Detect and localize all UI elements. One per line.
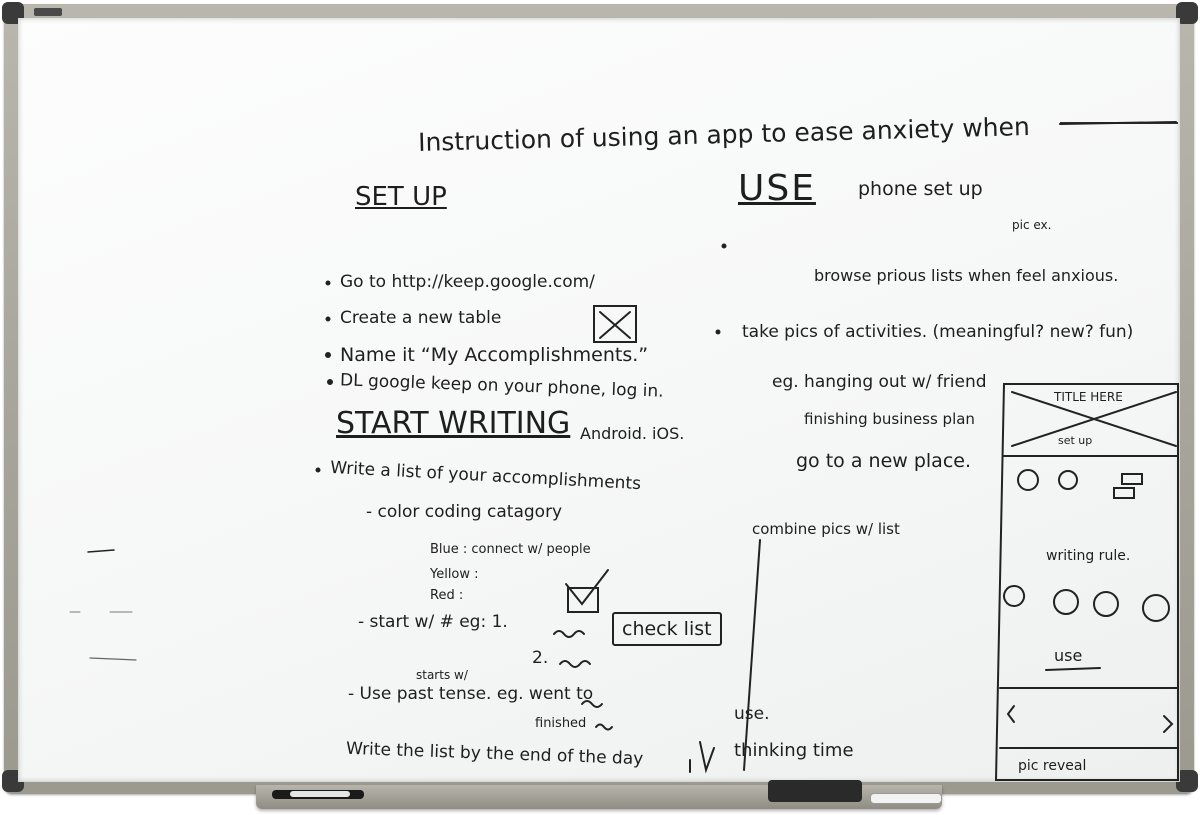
use-item-5: go to a new place. xyxy=(796,450,971,472)
thinking-time-note: thinking time xyxy=(734,740,854,761)
use-item-4: finishing business plan xyxy=(804,410,975,428)
use-note: use. xyxy=(734,704,770,724)
board-eraser[interactable] xyxy=(768,780,862,802)
frame-corner xyxy=(1176,770,1198,792)
setup-item-3: Name it “My Accomplishments.” xyxy=(340,344,649,366)
start-item-7: 2. xyxy=(532,648,549,668)
use-item-2: take pics of activities. (meaningful? ne… xyxy=(742,322,1134,342)
platforms-note: Android. iOS. xyxy=(580,424,685,443)
start-item-9: - Use past tense. eg. went to xyxy=(348,684,594,704)
start-heading: START WRITING xyxy=(336,406,571,441)
marker-label xyxy=(290,791,350,797)
setup-heading: SET UP xyxy=(355,182,447,212)
sketch-sub-label: set up xyxy=(1058,434,1093,447)
use-subtitle: phone set up xyxy=(858,178,983,200)
use-item-1: browse prious lists when feel anxious. xyxy=(814,266,1119,285)
setup-item-1: Go to http://keep.google.com/ xyxy=(340,272,595,292)
sketch-middle-label: writing rule. xyxy=(1046,548,1131,564)
sketch-use-label: use xyxy=(1054,646,1083,665)
start-item-5: Red : xyxy=(430,588,464,603)
start-item-10: finished xyxy=(535,716,587,731)
start-item-6: - start w/ # eg: 1. xyxy=(358,612,508,632)
marker-white[interactable] xyxy=(870,793,942,804)
pic-example-note: pic ex. xyxy=(1012,218,1052,232)
setup-item-2: Create a new table xyxy=(340,308,502,328)
start-item-2: - color coding catagory xyxy=(366,502,563,522)
start-item-8: starts w/ xyxy=(416,668,468,682)
checklist-box: check list xyxy=(612,612,722,646)
sketch-bottom-label: pic reveal xyxy=(1018,758,1087,774)
start-item-3: Blue : connect w/ people xyxy=(430,542,591,557)
brand-logo xyxy=(34,8,62,16)
use-heading: USE xyxy=(738,168,816,209)
whiteboard-surface xyxy=(18,18,1180,782)
start-item-4: Yellow : xyxy=(430,567,479,582)
use-item-6: combine pics w/ list xyxy=(752,520,900,538)
sketch-title-label: TITLE HERE xyxy=(1054,390,1123,404)
use-item-3: eg. hanging out w/ friend xyxy=(772,372,987,392)
frame-corner xyxy=(1176,2,1198,24)
